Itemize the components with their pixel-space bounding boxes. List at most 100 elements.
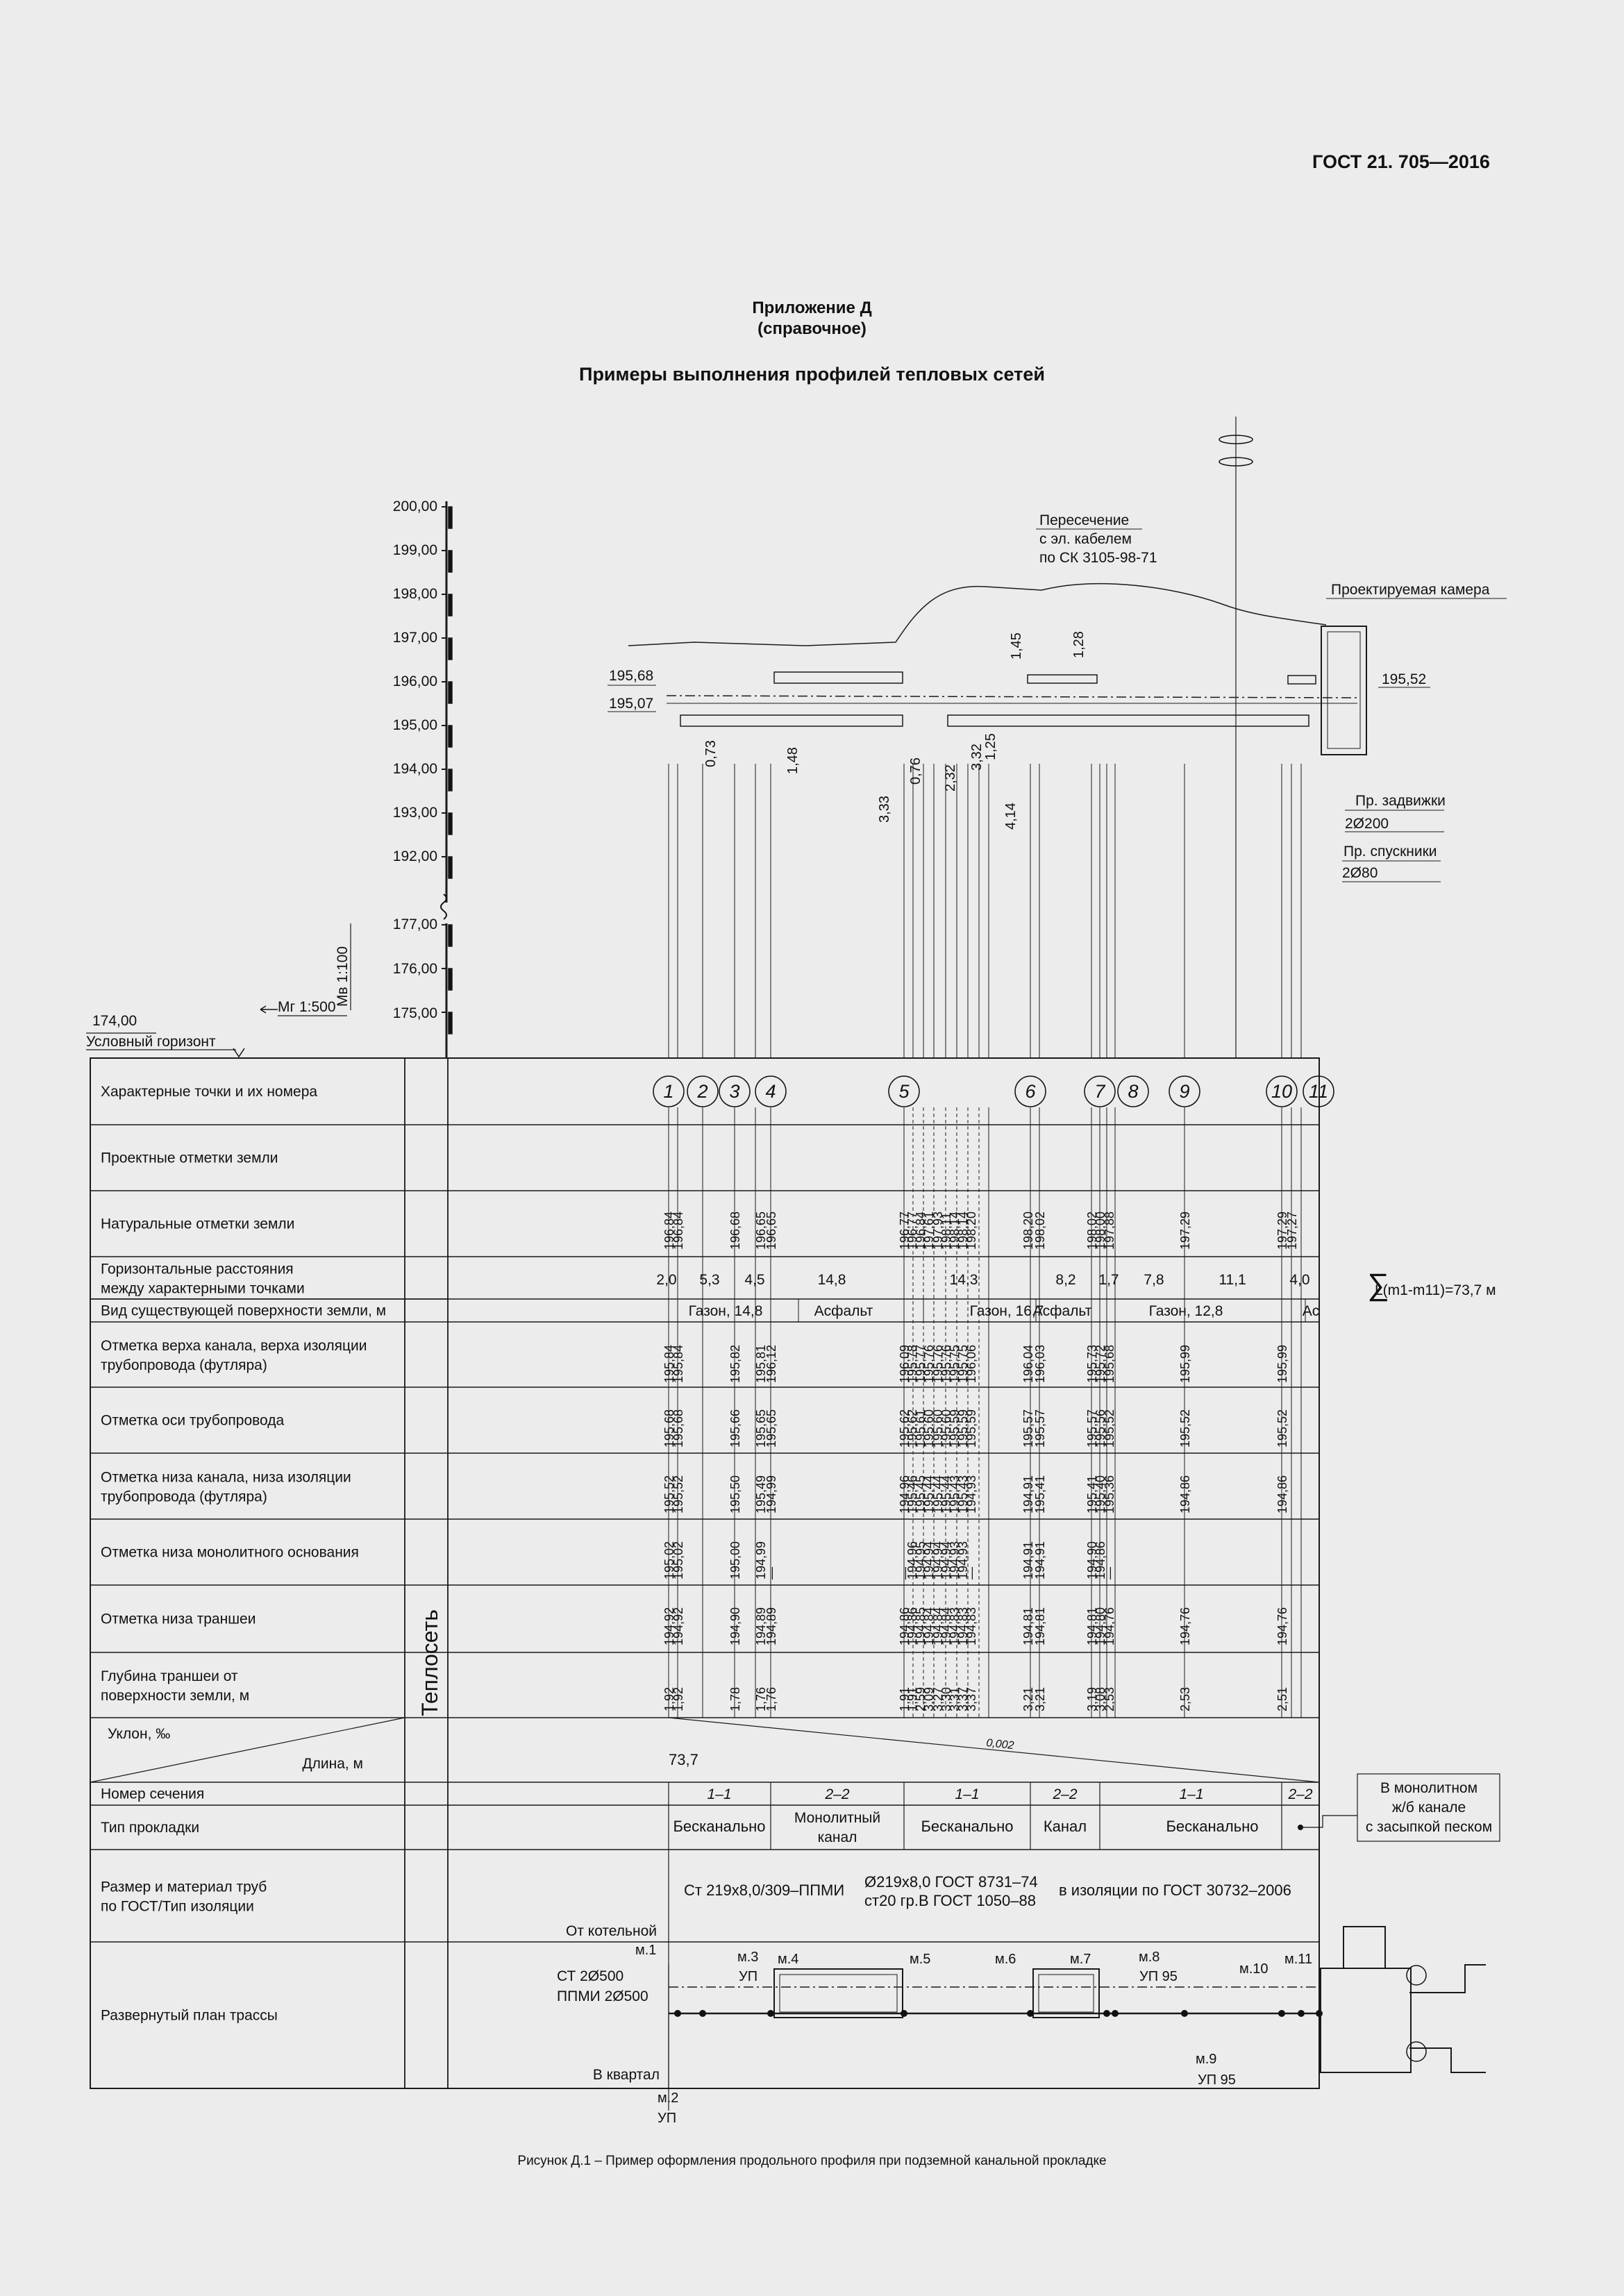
- natural-ground-mark: 196,65: [754, 1212, 768, 1250]
- pipe-axis-mark: 195,57: [1085, 1409, 1099, 1448]
- surface-type: Газон, 12,8: [1149, 1303, 1223, 1319]
- row-label: Вид существующей поверхности земли, м: [101, 1303, 386, 1319]
- pipe-axis-mark: 195,60: [939, 1409, 953, 1448]
- natural-ground-mark: 196,68: [728, 1212, 742, 1250]
- callout-text: с засыпкой песком: [1366, 1819, 1492, 1835]
- channel-bottom-mark: 194,91: [1021, 1475, 1035, 1514]
- crossing-label: по СК 3105-98-71: [1039, 550, 1157, 566]
- distance-value: 7,8: [1144, 1272, 1164, 1288]
- row-label: Отметка верха канала, верха изоляции: [101, 1338, 367, 1354]
- trench-depth-value: 3,21: [1021, 1687, 1035, 1711]
- natural-ground-mark: 196,84: [914, 1212, 928, 1250]
- row-label: Натуральные отметки земли: [101, 1216, 294, 1232]
- natural-ground-mark: 198,20: [1021, 1212, 1035, 1250]
- trench-depth-value: 1,92: [671, 1687, 685, 1711]
- point-marker: [1303, 1075, 1334, 1107]
- plan-point: [901, 2010, 907, 2017]
- plan-point: [1278, 2010, 1285, 2017]
- channel-top-mark: 195,72: [1094, 1345, 1107, 1383]
- pipe-spec-steel: ст20 гр.В ГОСТ 1050–88: [864, 1892, 1036, 1909]
- slope-line: [668, 1717, 1320, 1783]
- channel-bottom-mark: 195,44: [922, 1475, 936, 1514]
- natural-ground-mark: 197,61: [922, 1212, 936, 1250]
- natural-ground-mark: 198,00: [1094, 1212, 1107, 1250]
- mark-label: м.1: [635, 1943, 656, 1958]
- elevation-label: 195,68: [609, 668, 653, 684]
- distance-value: 14,3: [950, 1272, 978, 1288]
- channel-bottom-mark: 195,44: [939, 1475, 953, 1514]
- natural-ground-mark: 197,93: [931, 1212, 945, 1250]
- trench-depth-value: 1,91: [898, 1687, 912, 1711]
- scale-segment: [448, 1012, 453, 1034]
- trench-bottom-mark: 194,76: [1275, 1607, 1289, 1645]
- channel-bottom-mark: 195,36: [1103, 1475, 1116, 1514]
- drain-size: 2Ø80: [1342, 865, 1378, 881]
- point-marker: [653, 1075, 685, 1107]
- callout-text: ж/б канале: [1392, 1800, 1466, 1816]
- dimension-value: 1,28: [1071, 631, 1087, 658]
- row-label: поверхности земли, м: [101, 1688, 249, 1704]
- dimension-value: 1,45: [1009, 632, 1024, 660]
- natural-ground-mark: 198,02: [1085, 1212, 1099, 1250]
- scale-value: 199,00: [393, 542, 437, 558]
- channel-section-2: [1032, 1968, 1100, 2018]
- natural-ground-mark: 198,14: [956, 1212, 970, 1250]
- point-number: 4: [765, 1081, 776, 1102]
- pipe-axis-mark: 195,61: [914, 1409, 928, 1448]
- plan-point: [1298, 2010, 1305, 2017]
- manhole-circle: [1406, 1965, 1427, 1986]
- base-bottom-mark: 195,00: [728, 1541, 742, 1579]
- point-number: 10: [1271, 1081, 1292, 1102]
- pipe-axis: [666, 695, 1358, 698]
- trench-depth-value: 3,27: [931, 1687, 945, 1711]
- pipe-st-label: СТ 2Ø500: [557, 1968, 623, 1984]
- trench-depth-value: 1,78: [728, 1687, 742, 1711]
- dimension-value: 1,48: [785, 747, 801, 774]
- scale-value: 197,00: [393, 630, 437, 646]
- row-label: Отметка низа монолитного основания: [101, 1545, 359, 1561]
- row-label: трубопровода (футляра): [101, 1357, 267, 1373]
- channel-bottom-mark: 195,49: [754, 1475, 768, 1514]
- section-number: 2–2: [1052, 1786, 1077, 1802]
- row-label: Горизонтальные расстояния: [101, 1262, 294, 1277]
- pipe-axis-mark: 195,59: [964, 1409, 978, 1448]
- scale-break: [440, 894, 447, 920]
- point-marker: [1117, 1075, 1149, 1107]
- channel-bottom-mark: 195,44: [931, 1475, 945, 1514]
- base-bottom-mark: —: [1103, 1567, 1116, 1579]
- chamber-inner: [1327, 631, 1361, 749]
- point-number: 11: [1309, 1081, 1328, 1102]
- pipe-axis-mark: 195,68: [671, 1409, 685, 1448]
- crossing-label: с эл. кабелем: [1039, 531, 1132, 547]
- row-label: Проектные отметки земли: [101, 1150, 278, 1166]
- point-number: 7: [1094, 1081, 1105, 1102]
- trench-bottom-mark: 194,81: [1085, 1607, 1099, 1645]
- distance-value: 14,8: [818, 1272, 846, 1288]
- mark-label: м.8: [1139, 1950, 1160, 1965]
- pipe-axis-mark: 195,65: [764, 1409, 778, 1448]
- scale-value: 198,00: [393, 586, 437, 602]
- trench-bottom-mark: 194,89: [764, 1607, 778, 1645]
- ground-line: [628, 583, 1327, 646]
- side-label-heating-network: Теплосеть: [417, 1609, 442, 1716]
- pipe-axis-mark: 195,68: [662, 1409, 676, 1448]
- scale-value: 195,00: [393, 717, 437, 733]
- base-bottom-mark: 195,02: [662, 1541, 676, 1579]
- row-label: Тип прокладки: [101, 1820, 199, 1836]
- point-marker: [687, 1075, 719, 1107]
- row-label: Развернутый план трассы: [101, 2008, 278, 2024]
- up95-label: УП 95: [1198, 2072, 1236, 2088]
- up-label: УП: [739, 1969, 757, 1984]
- scale-value: 196,00: [393, 673, 437, 689]
- base-bottom-mark: 194,94: [939, 1541, 953, 1579]
- trench-depth-value: 3,19: [1085, 1687, 1099, 1711]
- natural-ground-mark: 196,77: [898, 1212, 912, 1250]
- distance-value: 11,1: [1219, 1272, 1246, 1288]
- trench-depth-value: 3,09: [922, 1687, 936, 1711]
- pipe-axis-mark: 195,59: [956, 1409, 970, 1448]
- total-length: L(m1-m11)=73,7 м: [1375, 1282, 1496, 1298]
- channel-section-1-inner: [779, 1974, 898, 2013]
- manhole-circle: [1406, 2041, 1427, 2062]
- channel-top: [773, 671, 903, 684]
- trench-depth-value: 1,91: [905, 1687, 919, 1711]
